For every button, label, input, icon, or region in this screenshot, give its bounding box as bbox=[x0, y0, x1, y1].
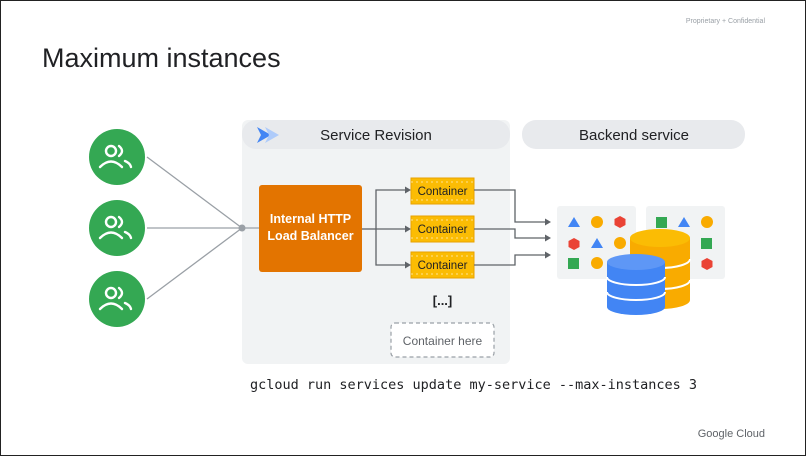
backend-shapes-right bbox=[656, 216, 713, 270]
ellipsis-label: [...] bbox=[433, 293, 453, 308]
container-1[interactable]: Container bbox=[410, 177, 475, 205]
container-3-label: Container bbox=[418, 260, 468, 272]
google-cloud-logo: Google Cloud bbox=[697, 428, 765, 440]
arrowheads-lb bbox=[405, 186, 411, 269]
junction-dot bbox=[238, 224, 246, 232]
container-3[interactable]: Container bbox=[410, 251, 475, 279]
gcloud-command: gcloud run services update my-service --… bbox=[250, 377, 698, 393]
placeholder-container-label: Container here bbox=[403, 334, 483, 348]
user-connector-lines bbox=[146, 156, 259, 300]
container-2-label: Container bbox=[418, 224, 468, 236]
load-balancer-label-line2: Load Balancer bbox=[267, 229, 353, 243]
group-icon bbox=[98, 286, 133, 311]
slide-title: Maximum instances bbox=[42, 43, 281, 73]
database-blue-icon bbox=[606, 254, 666, 315]
proprietary-label: Proprietary + Confidential bbox=[685, 18, 765, 25]
load-balancer-box[interactable] bbox=[259, 185, 362, 272]
load-balancer-label-line1: Internal HTTP bbox=[270, 212, 351, 226]
cloud-run-icon bbox=[257, 127, 279, 143]
backend-service-label: Backend service bbox=[579, 127, 689, 144]
service-revision-label: Service Revision bbox=[320, 127, 432, 144]
lb-to-container-arrows bbox=[362, 189, 406, 266]
group-icon bbox=[98, 144, 133, 169]
placeholder-container-box bbox=[390, 322, 495, 358]
backend-shapes-left bbox=[568, 216, 626, 269]
container-2[interactable]: Container bbox=[410, 215, 475, 243]
user-group-1[interactable] bbox=[89, 129, 145, 185]
container-1-label: Container bbox=[418, 186, 468, 198]
group-icon bbox=[98, 215, 133, 240]
user-group-2[interactable] bbox=[89, 200, 145, 256]
user-group-3[interactable] bbox=[89, 271, 145, 327]
backend-service-header bbox=[522, 120, 745, 149]
container-to-backend-arrows bbox=[474, 189, 546, 266]
service-revision-header bbox=[242, 120, 510, 149]
arrowheads-backend bbox=[545, 218, 551, 259]
